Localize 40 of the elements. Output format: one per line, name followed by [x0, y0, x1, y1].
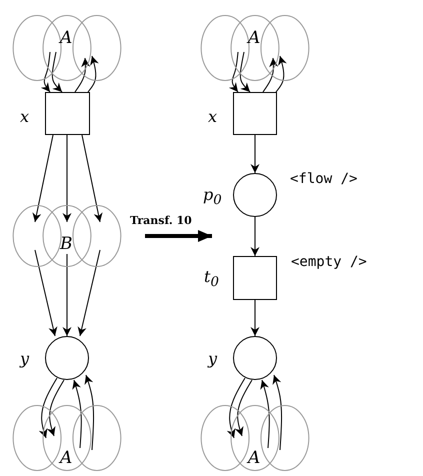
arrow — [62, 134, 72, 222]
arrow — [88, 56, 99, 92]
node-label: A — [60, 449, 72, 467]
arrow — [38, 378, 58, 438]
node-name: x — [20, 108, 30, 126]
arrow — [78, 250, 100, 336]
arrow — [272, 374, 282, 450]
arrow — [228, 52, 238, 92]
arrow — [240, 52, 250, 92]
node-label: A — [248, 449, 260, 467]
node-label: A — [60, 29, 72, 47]
node-name: t$_{0}$ — [204, 268, 219, 292]
arrow — [250, 300, 260, 336]
arrow — [62, 254, 72, 336]
arrow — [84, 374, 94, 450]
node-label: B — [60, 235, 72, 253]
arrow — [276, 56, 287, 92]
annotation-tag: <flow /> — [290, 170, 358, 188]
node-name: y — [208, 350, 218, 368]
arrow — [34, 250, 58, 336]
arrow — [52, 52, 62, 92]
arrow — [82, 134, 103, 222]
arrow — [260, 380, 270, 448]
node-name: p$_{0}$ — [203, 186, 222, 210]
arrow — [226, 378, 246, 438]
edge-label: Transf. 10 — [130, 214, 192, 227]
arrow — [262, 58, 278, 92]
node-name: x — [208, 108, 218, 126]
arrow — [32, 134, 54, 222]
arrow — [46, 380, 64, 436]
arrow — [250, 216, 260, 256]
annotation-tag: <empty /> — [291, 253, 367, 271]
node-label: A — [248, 29, 260, 47]
arrow — [250, 134, 260, 174]
arrow — [145, 230, 212, 242]
arrow — [72, 380, 82, 448]
arrow — [234, 380, 252, 436]
node-name: y — [20, 350, 30, 368]
arrow — [40, 52, 50, 92]
arrow — [74, 58, 90, 92]
